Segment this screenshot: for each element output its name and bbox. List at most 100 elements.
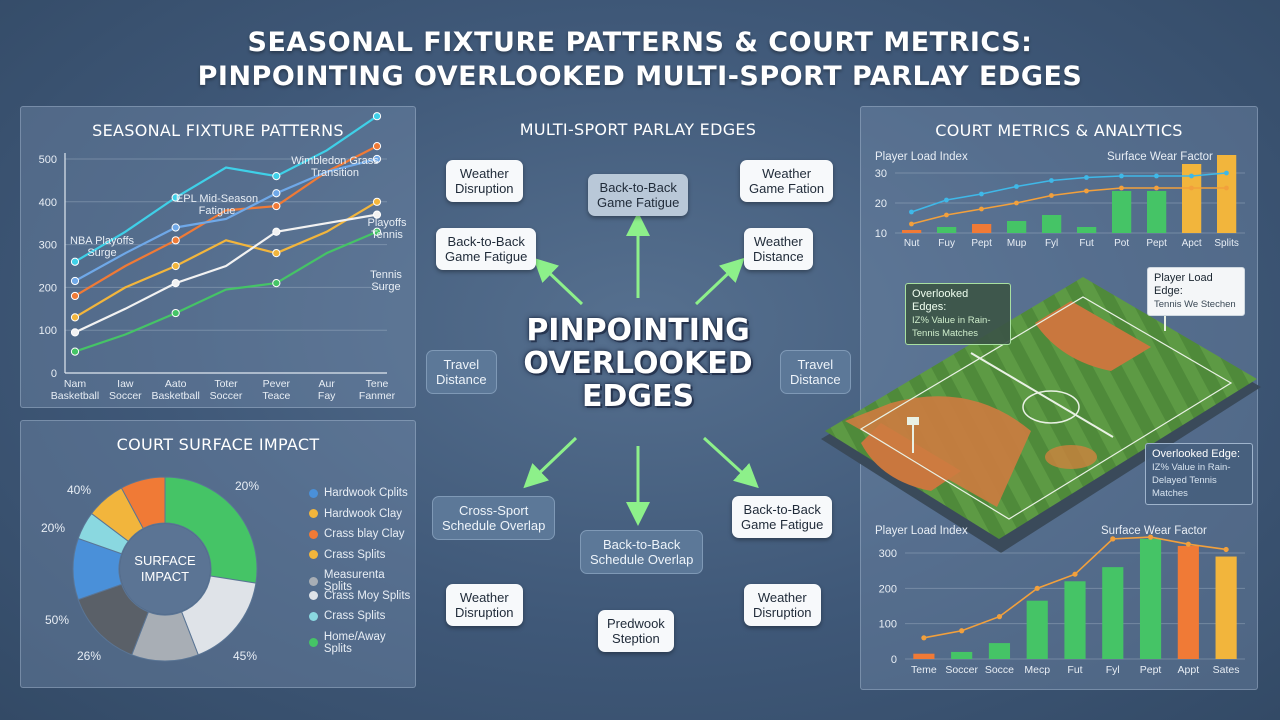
node-line: Weather xyxy=(753,234,803,249)
node-line: Back-to-Back xyxy=(447,234,525,249)
legend-label: Crass Splits xyxy=(324,610,386,622)
x-tick-label: Basketball xyxy=(151,390,199,402)
bar xyxy=(1102,567,1124,659)
callout-title: Overlooked Edge: xyxy=(1152,448,1241,460)
parlay-arrows xyxy=(523,212,759,526)
y-tick-label: 10 xyxy=(875,228,887,240)
series-point xyxy=(1154,185,1159,191)
x-tick-label: Nut xyxy=(904,238,920,249)
x-tick-label: Fyl xyxy=(1045,238,1058,249)
node-line: Steption xyxy=(612,631,660,646)
series-point xyxy=(944,197,949,203)
parlay-section-title: MULTI-SPORT PARLAY EDGES xyxy=(519,120,757,139)
y-tick-label: 100 xyxy=(879,619,897,631)
bottom-chart-label-left: Player Load Index xyxy=(875,525,968,537)
annotation-playoffs-tennis: Playoffs Tennis xyxy=(367,217,407,241)
donut-center-label: SURFACE IMPACT xyxy=(125,553,205,585)
x-tick-label: Soccer xyxy=(945,664,978,676)
x-tick-label: Pot xyxy=(1114,238,1129,249)
bar xyxy=(1217,155,1237,233)
x-tick-label: Fanmer xyxy=(359,390,396,402)
x-tick-label: Soccer xyxy=(210,390,243,402)
y-tick-label: 300 xyxy=(39,240,57,252)
court-center-circle xyxy=(1022,390,1080,424)
court-metrics-panel: COURT METRICS & ANALYTICS Player Load In… xyxy=(821,106,1261,690)
legend-swatch xyxy=(309,529,318,539)
slice-label: 50% xyxy=(45,613,70,627)
bar xyxy=(988,643,1011,659)
node-line: Schedule Overlap xyxy=(590,552,694,567)
series-point xyxy=(1034,585,1040,591)
series-point xyxy=(372,112,382,121)
bar xyxy=(1182,164,1202,233)
page-title-line-1: SEASONAL FIXTURE PATTERNS & COURT METRIC… xyxy=(247,27,1033,58)
arrow-down-left xyxy=(523,436,578,489)
series-point xyxy=(1185,541,1191,547)
node-line: Distance xyxy=(753,249,804,264)
donut-center-line-2: IMPACT xyxy=(140,569,190,584)
arrow-up-right xyxy=(694,257,745,306)
series-point xyxy=(1154,173,1159,179)
y-tick-label: 500 xyxy=(39,154,57,166)
node-line: Game Fatigue xyxy=(597,195,680,210)
series-point xyxy=(1014,184,1019,189)
y-tick-label: 30 xyxy=(875,168,887,180)
series-line xyxy=(74,157,378,282)
y-tick-label: 0 xyxy=(891,654,897,666)
series-point xyxy=(171,308,180,318)
donut-slice xyxy=(120,476,166,530)
series-point xyxy=(1014,200,1019,206)
series-point xyxy=(272,227,281,236)
series-point xyxy=(996,614,1003,620)
x-tick-label: Toter xyxy=(214,378,238,390)
node-line: Back-to-Back xyxy=(599,180,677,195)
slice-label: 20% xyxy=(41,521,66,535)
parlay-center-heading: PINPOINTING OVERLOOKED EDGES xyxy=(498,314,778,413)
x-tick-label: Nam xyxy=(64,378,86,390)
series-point xyxy=(70,257,80,266)
series-point xyxy=(372,142,382,151)
y-tick-label: 400 xyxy=(39,197,57,209)
node-line: Disruption xyxy=(753,605,812,620)
legend-item: Home/Away Splits xyxy=(309,631,415,655)
legend-label: Crass Splits xyxy=(324,548,386,561)
series-point xyxy=(979,206,984,212)
hoop-board-left xyxy=(907,417,919,425)
legend-item: Crass Splits xyxy=(309,549,385,561)
series-point xyxy=(372,197,382,206)
surface-panel-title: COURT SURFACE IMPACT xyxy=(116,435,320,454)
series-point xyxy=(70,347,80,356)
legend-label: Hardwook Clay xyxy=(324,507,402,520)
node-line: Game Fatigue xyxy=(445,249,528,264)
node-line: Cross-Sport xyxy=(458,503,529,518)
series-line xyxy=(74,230,378,353)
node-line: Distance xyxy=(436,372,487,387)
series-point xyxy=(272,201,281,211)
page-title-line-2: PINPOINTING OVERLOOKED MULTI-SPORT PARLA… xyxy=(197,61,1083,92)
legend-label: Crass Moy Splits xyxy=(324,589,411,602)
series-line xyxy=(74,115,378,263)
callout-sub: Tennis We Stechen xyxy=(1154,299,1236,310)
x-tick-label: Splits xyxy=(1214,238,1238,249)
x-tick-label: Pever xyxy=(263,378,291,390)
x-tick-label: Tene xyxy=(366,378,389,390)
surface-impact-panel: COURT SURFACE IMPACT SURFACE IMPACT 20% … xyxy=(20,420,416,688)
legend-swatch xyxy=(309,611,318,621)
x-tick-label: Socce xyxy=(985,664,1014,676)
node-line: Predwook xyxy=(607,616,665,631)
